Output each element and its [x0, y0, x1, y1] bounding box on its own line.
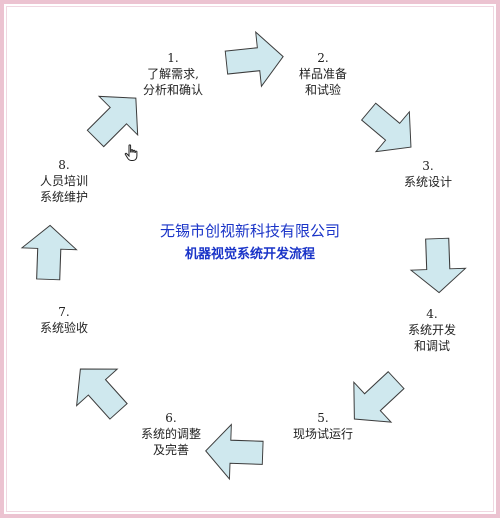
step-6-label-line2: 及完善 — [152, 443, 189, 457]
step-6: 6. 系统的调整 及完善 — [126, 410, 216, 458]
step-2: 2. 样品准备 和试验 — [283, 50, 363, 98]
step-4-label-line2: 和调试 — [413, 339, 450, 353]
step-4: 4. 系统开发 和调试 — [392, 306, 472, 354]
arrow-1-to-2-icon — [223, 28, 287, 91]
step-3: 3. 系统设计 — [388, 158, 468, 190]
step-1-number: 1. — [167, 51, 179, 65]
step-7-label-line1: 系统验收 — [39, 321, 88, 335]
step-6-label-line1: 系统的调整 — [140, 427, 201, 441]
step-8-number: 8. — [58, 158, 70, 172]
company-name: 无锡市创视新科技有限公司 — [159, 222, 340, 240]
step-1-label-line1: 了解需求, — [147, 67, 199, 81]
step-1-label-line2: 分析和确认 — [142, 83, 203, 97]
step-1: 1. 了解需求, 分析和确认 — [128, 50, 218, 98]
step-3-number: 3. — [422, 159, 434, 173]
hand-pointer-icon — [124, 144, 138, 161]
step-2-number: 2. — [317, 51, 329, 65]
step-2-label-line1: 样品准备 — [298, 67, 347, 81]
step-5-number: 5. — [317, 411, 329, 425]
step-8-label-line1: 人员培训 — [39, 174, 88, 188]
step-5-label-line1: 现场试运行 — [292, 427, 353, 441]
step-2-label-line2: 和试验 — [304, 83, 341, 97]
process-title: 机器视觉系统开发流程 — [184, 247, 315, 262]
step-5: 5. 现场试运行 — [278, 410, 368, 442]
step-7-number: 7. — [58, 305, 70, 319]
diagram-panel — [6, 6, 494, 512]
step-3-label-line1: 系统设计 — [403, 175, 452, 189]
arrow-2-to-3-icon — [351, 91, 429, 168]
step-6-number: 6. — [165, 411, 177, 425]
step-8: 8. 人员培训 系统维护 — [24, 157, 104, 205]
step-4-label-line1: 系统开发 — [407, 323, 456, 337]
step-4-number: 4. — [426, 307, 438, 321]
step-8-label-line2: 系统维护 — [39, 190, 88, 204]
step-7: 7. 系统验收 — [24, 304, 104, 336]
